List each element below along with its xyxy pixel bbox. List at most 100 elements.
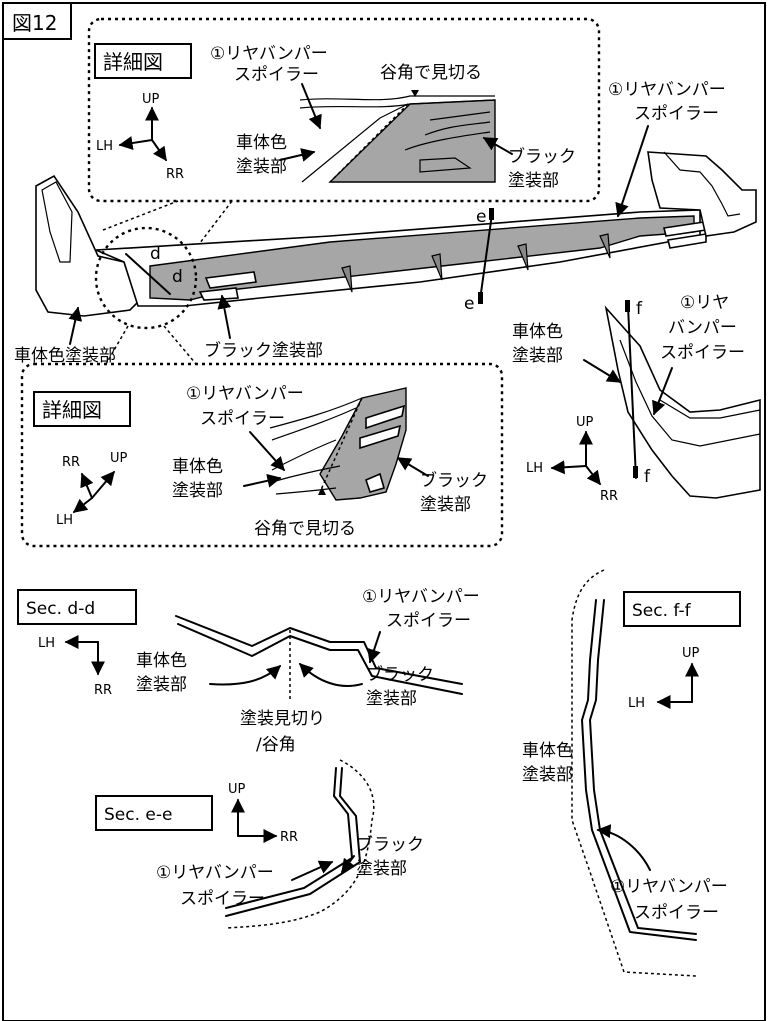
detail-bottom-spoiler-label-2: スポイラー xyxy=(200,409,285,429)
bumper-right-end xyxy=(647,151,757,237)
side-view: f f ①リヤ バンパー スポイラー 車体色 塗装部 UP LH RR xyxy=(512,293,761,504)
section-f-mark-top xyxy=(625,300,630,312)
bumper-fins xyxy=(341,233,611,293)
detail-top-edge-line xyxy=(299,95,495,101)
main-view: d d e e ①リヤバンパー スポイラー 車体色塗装部 ブラック塗装部 xyxy=(14,80,757,366)
main-zoom-circle xyxy=(94,226,198,330)
side-axis-up-label: UP xyxy=(576,415,594,430)
detail-bottom-body-leader xyxy=(243,473,282,488)
section-dd-parting-label-2: /谷角 xyxy=(256,735,296,755)
detail-top-axis-up-label: UP xyxy=(142,92,160,107)
side-body-leader xyxy=(583,359,622,383)
detail-top-body-label-2: 塗装部 xyxy=(236,156,287,177)
detail-bottom-title-box xyxy=(33,391,131,427)
section-ee-spoiler-label-1: ①リヤバンパー xyxy=(156,863,274,883)
section-ff-boundary xyxy=(571,569,697,977)
detail-bottom-axis-lh-label: LH xyxy=(56,513,73,528)
section-dd-black-label-2: 塗装部 xyxy=(366,688,417,709)
bumper-left-end xyxy=(35,174,139,317)
detail-bottom-valley-label: 谷角で見切る xyxy=(254,519,356,539)
detail-top-title: 詳細図 xyxy=(103,50,163,74)
side-spoiler-label-1: ①リヤ xyxy=(680,293,729,313)
detail-top-body-label-1: 車体色 xyxy=(236,133,287,153)
detail-bottom-vents xyxy=(359,404,406,493)
section-dd-black-label-1: ブラック xyxy=(366,664,434,685)
detail-top-black-label-1: ブラック xyxy=(508,146,576,167)
section-dd-axis-lh-label: LH xyxy=(38,636,55,651)
section-d-label-bottom: d xyxy=(172,267,183,287)
section-ff-axis-lh-label: LH xyxy=(628,696,645,711)
side-body-label-1: 車体色 xyxy=(512,322,563,342)
section-ff-axis-up-label: UP xyxy=(682,646,700,661)
section-ee-inner-line xyxy=(225,767,353,909)
detail-top-black-leader xyxy=(482,137,513,155)
detail-bottom-spoiler-label-1: ①リヤバンパー xyxy=(186,384,304,404)
side-body-label-2: 塗装部 xyxy=(512,345,563,366)
detail-top-parting-line xyxy=(329,103,409,183)
section-dd-axis-rr-label: RR xyxy=(94,683,112,698)
side-axis-lh xyxy=(550,460,587,475)
detail-top-valley-marker xyxy=(411,90,419,97)
section-dd-inner-line xyxy=(177,623,463,695)
detail-bottom-body-label-2: 塗装部 xyxy=(172,480,223,501)
section-ff-spoiler-leader xyxy=(596,824,651,871)
detail-top-vents xyxy=(404,111,491,173)
detail-bottom-axis-lh xyxy=(72,497,93,513)
section-ff-spoiler-label-2: スポイラー xyxy=(634,903,719,923)
section-f-mark-bottom xyxy=(633,466,638,478)
main-spoiler-label-1: ①リヤバンパー xyxy=(608,80,726,100)
side-view-part xyxy=(604,305,761,499)
detail-bottom-frame xyxy=(20,362,504,548)
detail-bottom-axis-rr xyxy=(80,472,94,499)
section-d-line xyxy=(125,253,171,295)
side-spoiler-leader xyxy=(652,367,673,416)
section-ee-black-label-1: ブラック xyxy=(356,834,424,855)
detail-top-frame xyxy=(87,17,601,203)
section-dd-outer-line xyxy=(175,615,463,685)
detail-top-spoiler-label-1: ①リヤバンパー xyxy=(210,44,328,64)
bumper-left-vents xyxy=(198,271,257,301)
detail-top-title-box xyxy=(94,43,192,79)
detail-bottom-spoiler-leader xyxy=(249,431,285,472)
bumper-left-end-detail xyxy=(41,181,73,263)
detail-bottom-axis-up xyxy=(91,470,115,499)
section-f-label-bottom: f xyxy=(644,467,651,487)
detail-bottom-body-label-1: 車体色 xyxy=(172,457,223,477)
section-dd-title-box xyxy=(17,589,137,625)
section-ee-title-box xyxy=(95,795,213,831)
section-dd-parting-label-1: 塗装見切り xyxy=(240,708,325,729)
detail-bottom-leader-left xyxy=(105,325,129,365)
figure-label: 図12 xyxy=(12,11,57,35)
section-dd-title: Sec. d-d xyxy=(26,599,95,619)
section-dd: Sec. d-d ①リヤバンパー スポイラー 車体色 塗装部 ブラック 塗装部 … xyxy=(17,587,480,755)
bumper-right-end-detail xyxy=(663,151,741,217)
detail-bottom-axis-rr-label: RR xyxy=(62,455,80,470)
detail-top-leader-left xyxy=(102,200,179,231)
main-body-color-label: 車体色塗装部 xyxy=(14,345,116,366)
detail-top-black-label-2: 塗装部 xyxy=(508,170,559,191)
detail-top-spoiler-label-2: スポイラー xyxy=(234,65,319,85)
section-dd-body-leader xyxy=(209,665,282,686)
detail-bottom-axis-up-label: UP xyxy=(110,451,128,466)
detail-top-valley-label: 谷角で見切る xyxy=(380,63,482,83)
detail-bottom-black-label-2: 塗装部 xyxy=(420,494,471,515)
section-ee-black-label-2: 塗装部 xyxy=(356,858,407,879)
detail-bottom-leader-right xyxy=(163,325,197,365)
detail-top-crease xyxy=(301,103,409,183)
section-dd-spoiler-leader xyxy=(367,631,381,664)
side-axis-lh-label: LH xyxy=(526,461,543,476)
section-ee-axis-up-label: UP xyxy=(228,782,246,797)
section-ee-spoiler-label-2: スポイラー xyxy=(180,889,265,909)
section-ff: Sec. f-f 車体色 塗装部 ①リヤバンパー スポイラー UP LH xyxy=(522,569,741,977)
main-spoiler-leader xyxy=(615,125,649,218)
detail-bottom-valley-marker xyxy=(318,487,326,495)
section-ff-spoiler-label-1: ①リヤバンパー xyxy=(610,877,728,897)
section-dd-spoiler-label-2: スポイラー xyxy=(386,611,471,631)
section-e-mark-bottom xyxy=(478,292,483,304)
section-e-label-top: e xyxy=(476,207,486,227)
detail-bottom-title: 詳細図 xyxy=(42,398,102,422)
main-spoiler-label-2: スポイラー xyxy=(634,104,719,124)
section-e-line xyxy=(479,213,493,301)
side-axis-rr-label: RR xyxy=(600,489,618,504)
